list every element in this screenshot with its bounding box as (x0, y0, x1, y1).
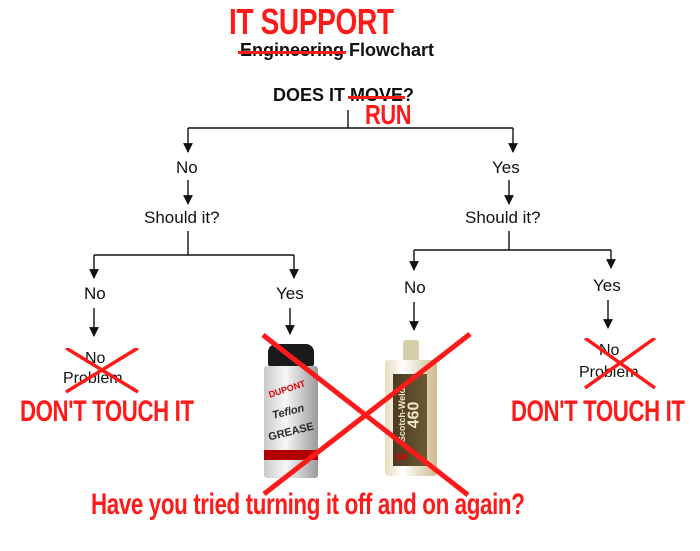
right-cross-mark (583, 338, 657, 390)
node-left-no: No (84, 284, 106, 303)
node-right-no: No (404, 278, 426, 297)
node-yes: Yes (492, 158, 520, 177)
question-prefix: DOES IT (273, 85, 351, 105)
question-overwrite: RUN (365, 99, 412, 130)
question-struck-word: MOVE (348, 85, 406, 105)
bottom-caption: Have you tried turning it off and on aga… (91, 488, 525, 521)
node-right-yes: Yes (593, 276, 621, 295)
node-no: No (176, 158, 198, 177)
right-no-problem: No Problem (577, 338, 667, 390)
title-struck-word: Engineering (237, 40, 347, 60)
right-dont-touch: DON'T TOUCH IT (511, 395, 685, 428)
big-cross-mark (261, 332, 472, 497)
question-suffix: ? (403, 85, 415, 105)
right-no-problem-line1: No (599, 342, 620, 359)
left-dont-touch: DON'T TOUCH IT (20, 395, 194, 428)
title-overwrite: IT SUPPORT (229, 1, 394, 42)
node-should-it-left: Should it? (144, 208, 220, 227)
left-cross-mark (65, 348, 139, 394)
node-left-yes: Yes (276, 284, 304, 303)
question-line: DOES IT MOVE? (273, 85, 414, 106)
glue-cartridge: Scotch-Weld 460 3M (383, 340, 439, 480)
grease-stripe (264, 450, 318, 460)
node-should-it-right: Should it? (465, 208, 541, 227)
glue-nozzle (403, 340, 419, 362)
left-no-problem: No Problem (58, 348, 148, 396)
glue-logo: 3M (395, 452, 408, 462)
glue-body: Scotch-Weld 460 3M (385, 360, 437, 476)
title-rest: Flowchart (349, 40, 435, 60)
title-line: Engineering Flowchart (237, 40, 435, 61)
